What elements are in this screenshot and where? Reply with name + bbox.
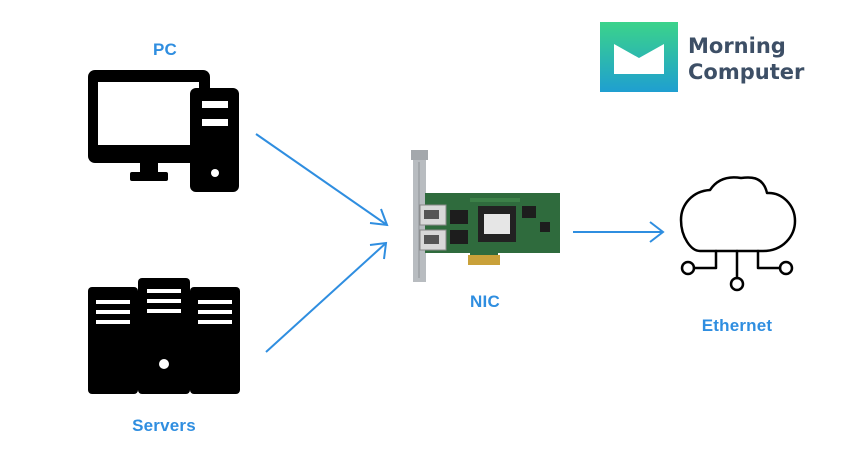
pc-label: PC: [152, 40, 178, 59]
arrow-nic-to-ethernet: [573, 221, 665, 243]
morning-computer-logo: [600, 22, 678, 92]
ethernet-label: Ethernet: [701, 316, 773, 335]
brand-name-line-1: Morning: [688, 34, 786, 58]
arrow-pc-to-nic: [255, 133, 389, 227]
nic-label: NIC: [470, 292, 500, 311]
brand-name-line-2: Computer: [688, 60, 805, 84]
server-rack-icon: [88, 278, 240, 394]
desktop-computer-icon: [88, 70, 239, 192]
arrow-servers-to-nic: [265, 241, 388, 353]
cloud-network-icon: [679, 176, 797, 292]
brand-logo: Morning Computer: [600, 22, 830, 94]
servers-label: Servers: [132, 416, 196, 435]
network-interface-card-image: [411, 150, 560, 282]
